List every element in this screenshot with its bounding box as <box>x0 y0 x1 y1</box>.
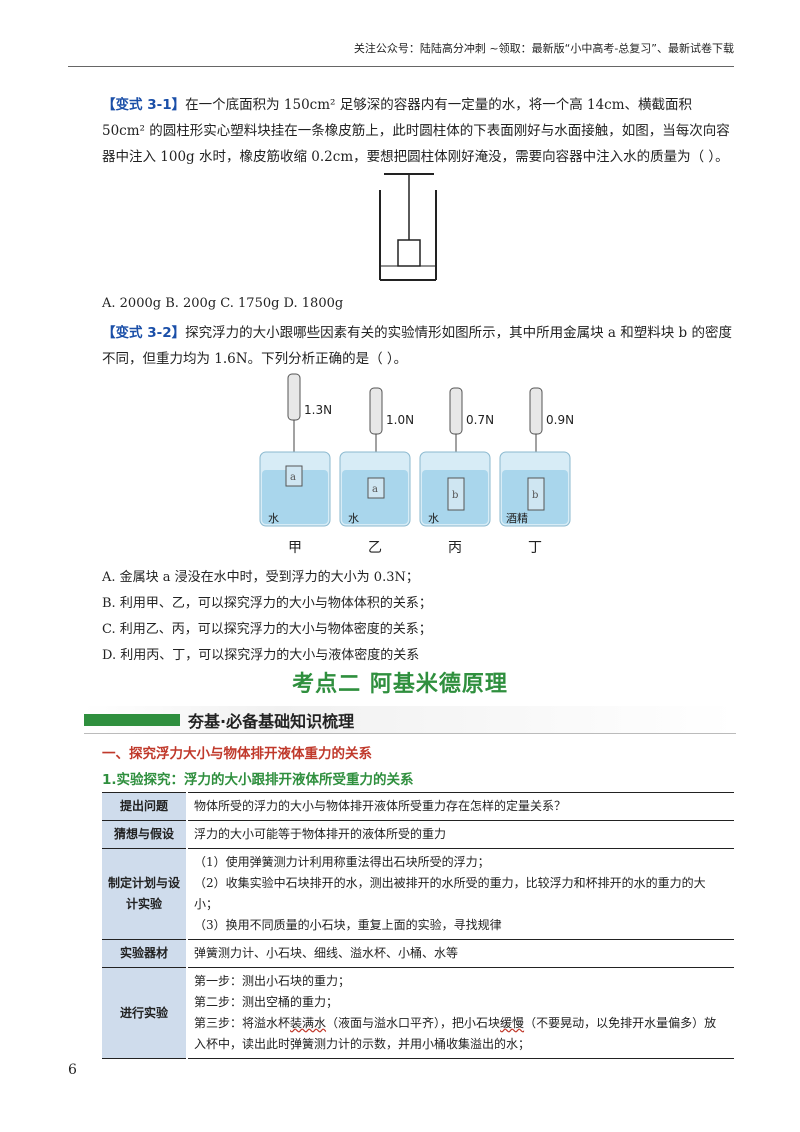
experiment-table: 提出问题 物体所受的浮力的大小与物体排开液体所受重力存在怎样的定量关系？ 猜想与… <box>102 792 734 1059</box>
row-value: 第一步：测出小石块的重力； 第二步：测出空桶的重力； 第三步：将溢水杯装满水（液… <box>186 967 734 1059</box>
row-value: 浮力的大小可能等于物体排开的液体所受的重力 <box>186 820 734 849</box>
banner-underline <box>84 733 736 734</box>
reading-jia: 1.3N <box>304 403 332 417</box>
heading-2: 1.实验探究：浮力的大小跟排开液体所受重力的关系 <box>102 772 414 788</box>
question-3-1: 【变式 3-1】在一个底面积为 150cm² 足够深的容器内有一定量的水，将一个… <box>102 92 732 170</box>
caption-yi: 乙 <box>368 540 382 556</box>
heading-1: 一、探究浮力大小与物体排开液体重力的关系 <box>102 746 372 762</box>
table-row: 制定计划与设计实验 （1）使用弹簧测力计利用称重法得出石块所受的浮力； （2）收… <box>102 848 734 940</box>
banner-text: 夯基·必备基础知识梳理 <box>188 712 355 731</box>
liquid-ding: 酒精 <box>506 512 528 525</box>
section-title: 考点二 阿基米德原理 <box>292 672 508 697</box>
row-key: 提出问题 <box>102 792 188 821</box>
option-c: C. 利用乙、丙，可以探究浮力的大小与物体密度的关系； <box>102 622 432 637</box>
liquid-yi: 水 <box>348 512 359 525</box>
row-key: 实验器材 <box>102 939 188 968</box>
section-banner: 夯基·必备基础知识梳理 <box>84 706 736 734</box>
row-value: 弹簧测力计、小石块、细线、溢水杯、小桶、水等 <box>186 939 734 968</box>
buoyancy-experiment-figure: a 1.3N 水 甲 a 1.0N 水 乙 b 0.7N 水 丙 b 0.9N … <box>259 373 574 556</box>
row-key: 进行实验 <box>102 967 188 1059</box>
option-a: A. 金属块 a 浸没在水中时，受到浮力的大小为 0.3N； <box>102 570 419 585</box>
question-text: 在一个底面积为 150cm² 足够深的容器内有一定量的水，将一个高 14cm、横… <box>102 97 730 165</box>
option-b: B. 利用甲、乙，可以探究浮力的大小与物体体积的关系； <box>102 596 432 611</box>
row-key: 猜想与假设 <box>102 820 188 849</box>
liquid-jia: 水 <box>268 512 279 525</box>
options-3-1: A. 2000g B. 200g C. 1750g D. 1800g <box>102 296 344 311</box>
svg-text:b: b <box>532 490 538 501</box>
beaker-jia: a 1.3N 水 甲 <box>259 373 332 556</box>
reading-ding: 0.9N <box>546 413 574 427</box>
caption-jia: 甲 <box>288 540 302 556</box>
table-row: 猜想与假设 浮力的大小可能等于物体排开的液体所受的重力 <box>102 820 734 849</box>
liquid-bing: 水 <box>428 512 439 525</box>
table-row: 实验器材 弹簧测力计、小石块、细线、溢水杯、小桶、水等 <box>102 939 734 968</box>
svg-text:b: b <box>452 490 458 501</box>
reading-yi: 1.0N <box>386 413 414 427</box>
svg-text:a: a <box>372 484 378 495</box>
svg-text:a: a <box>290 472 296 483</box>
reading-bing: 0.7N <box>466 413 494 427</box>
beaker-ding: b 0.9N 酒精 丁 <box>499 387 574 556</box>
table-row: 进行实验 第一步：测出小石块的重力； 第二步：测出空桶的重力； 第三步：将溢水杯… <box>102 967 734 1059</box>
row-value: 物体所受的浮力的大小与物体排开液体所受重力存在怎样的定量关系？ <box>186 792 734 821</box>
question-text: 探究浮力的大小跟哪些因素有关的实验情形如图所示，其中所用金属块 a 和塑料块 b… <box>102 325 732 367</box>
option-d: D. 利用丙、丁，可以探究浮力的大小与液体密度的关系 <box>102 648 420 663</box>
page-number: 6 <box>68 1062 77 1078</box>
caption-bing: 丙 <box>448 540 462 556</box>
beaker-yi: a 1.0N 水 乙 <box>339 387 414 556</box>
banner-bar <box>84 714 180 726</box>
rubber-band-figure <box>379 173 437 281</box>
question-3-2: 【变式 3-2】探究浮力的大小跟哪些因素有关的实验情形如图所示，其中所用金属块 … <box>102 320 732 372</box>
row-value: （1）使用弹簧测力计利用称重法得出石块所受的浮力； （2）收集实验中石块排开的水… <box>186 848 734 940</box>
caption-ding: 丁 <box>528 540 542 556</box>
question-tag: 【变式 3-2】 <box>102 325 186 341</box>
page-header: 关注公众号：陆陆高分冲刺 ~领取：最新版“小中高考-总复习”、最新试卷下载 <box>353 42 734 55</box>
beaker-bing: b 0.7N 水 丙 <box>419 387 494 556</box>
header-divider <box>68 66 734 67</box>
question-tag: 【变式 3-1】 <box>102 97 186 113</box>
row-key: 制定计划与设计实验 <box>102 848 188 940</box>
table-row: 提出问题 物体所受的浮力的大小与物体排开液体所受重力存在怎样的定量关系？ <box>102 792 734 821</box>
